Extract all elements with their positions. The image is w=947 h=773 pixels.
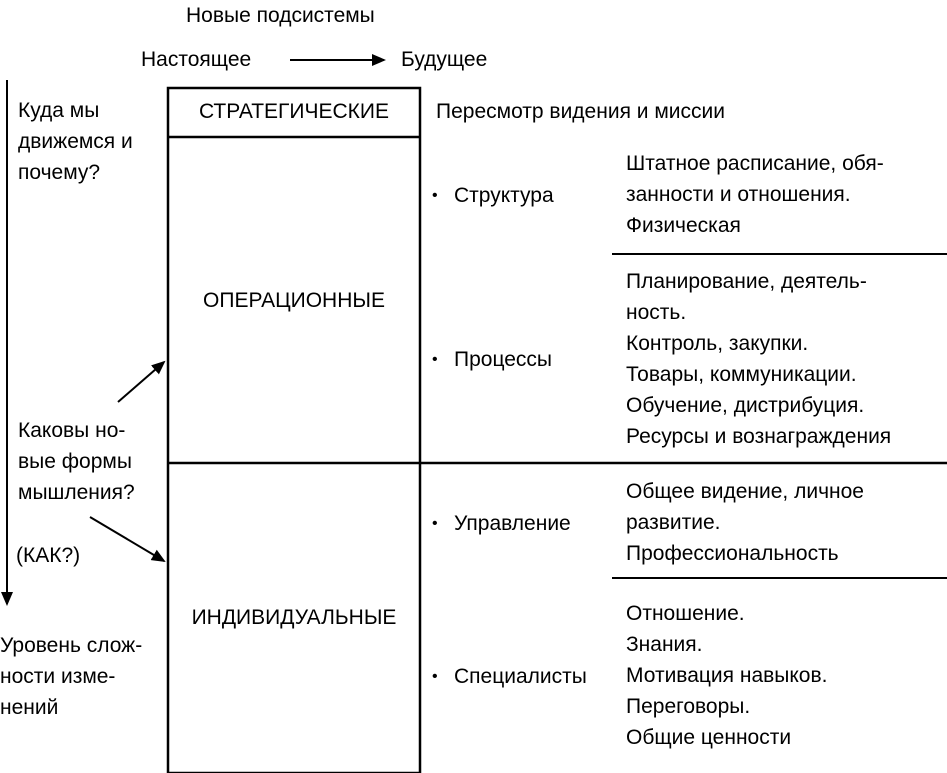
bullet-management: • (432, 515, 438, 532)
bullet-specialists: • (432, 668, 438, 685)
details-specialists: Отношение. Знания. Мотивация навыков. Пе… (626, 602, 828, 749)
arrow-to-individual (89, 516, 166, 563)
question-where: Куда мы движемся и почему? (18, 99, 133, 184)
subsystem-management: Управление (454, 512, 571, 535)
complexity-label: Уровень слож- ности изме- нений (0, 634, 143, 719)
level-individual: ИНДИВИДУАЛЬНЫЕ (191, 606, 397, 629)
bullet-structure: • (432, 187, 438, 204)
levels-box (166, 86, 422, 773)
how-label: (КАК?) (16, 544, 81, 567)
question-new-thinking: Каковы но- вые формы мышления? (18, 419, 135, 504)
subsystem-structure: Структура (454, 184, 554, 207)
details-management: Общее видение, личное развитие. Професси… (626, 480, 864, 565)
strategic-description: Пересмотр видения и миссии (436, 100, 725, 123)
diagram-title: Новые подсистемы (186, 4, 375, 27)
future-label: Будущее (401, 48, 488, 71)
subsystem-processes: Процессы (454, 348, 553, 371)
bullet-processes: • (432, 351, 438, 368)
present-label: Настоящее (141, 48, 252, 71)
details-processes: Планирование, деятель- ность. Контроль, … (626, 270, 892, 448)
level-strategic: СТРАТЕГИЧЕСКИЕ (198, 100, 390, 123)
level-operational: ОПЕРАЦИОННЫЕ (203, 289, 385, 312)
details-structure: Штатное расписание, обя- занности и отно… (626, 152, 884, 237)
subsystem-specialists: Специалисты (454, 665, 587, 688)
arrow-to-operational (117, 360, 166, 403)
